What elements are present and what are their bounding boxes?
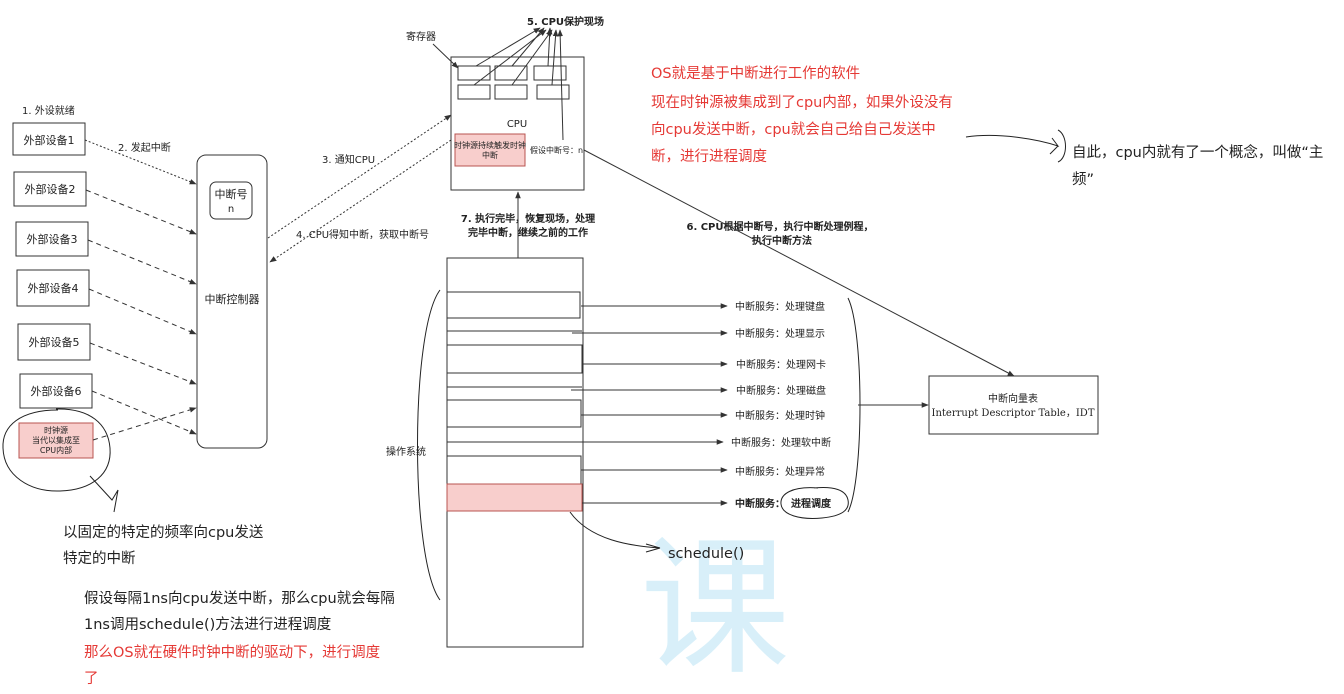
step4-label: 4. CPU得知中断，获取中断号 (296, 228, 429, 241)
clock-source-circle (2, 408, 111, 492)
os-label: 操作系统 (386, 445, 426, 458)
svg-text:时钟源: 时钟源 (44, 425, 68, 435)
svg-text:时钟源持续触发时钟: 时钟源持续触发时钟 (454, 140, 526, 150)
clock-source-scribble (89, 475, 119, 513)
note-main-freq-2: 频” (1072, 171, 1094, 188)
idt-subtitle: Interrupt Descriptor Table，IDT (932, 408, 1095, 419)
device-3-label: 外部设备3 (27, 232, 78, 246)
register-4 (457, 84, 491, 100)
device-5: 外部设备5 (17, 323, 91, 361)
os-slot-2 (446, 344, 583, 374)
controller-irq-box (209, 181, 253, 220)
register-label: 寄存器 (406, 30, 436, 43)
idt-box: 中断向量表 Interrupt Descriptor Table，IDT (928, 375, 1099, 435)
os-slot-3 (446, 399, 582, 428)
note-fixed-freq-2: 特定的中断 (63, 550, 136, 567)
watermark: 课 (640, 522, 790, 694)
note-brace (1057, 129, 1066, 163)
device-1-label: 外部设备1 (24, 133, 75, 147)
register-5 (494, 84, 528, 100)
service-softirq: 中断服务：处理软中断 (731, 436, 831, 449)
note-main-freq-1: 自此，cpu内就有了一个概念，叫做“主 (1072, 143, 1323, 161)
note-red-bottom-1: 那么OS就在硬件时钟中断的驱动下，进行调度 (84, 644, 380, 661)
register-3 (533, 65, 567, 81)
device-2-label: 外部设备2 (25, 182, 76, 196)
step2-label: 2. 发起中断 (118, 141, 171, 154)
service-clock: 中断服务：处理时钟 (735, 409, 825, 422)
note-assume-1: 假设每隔1ns向cpu发送中断，那么cpu就会每隔 (84, 590, 395, 607)
clock-source-box: 时钟源 当代以集成至 CPU内部 (18, 422, 94, 459)
note-pointer (965, 134, 1060, 155)
note-red-top-4: 断，进行进程调度 (651, 148, 767, 165)
service-exception: 中断服务：处理异常 (735, 465, 825, 478)
device-3: 外部设备3 (15, 221, 89, 257)
svg-text:当代以集成至: 当代以集成至 (32, 435, 80, 445)
step6-label-line1: 6. CPU根据中断号，执行中断处理例程， (686, 220, 873, 233)
controller-irq-label: 中断号 (215, 187, 248, 201)
device-2: 外部设备2 (13, 171, 87, 207)
device-4: 外部设备4 (16, 269, 90, 307)
cpu-clock-box (454, 133, 526, 167)
step7-label-line2: 完毕中断，继续之前的工作 (468, 226, 588, 239)
controller-title: 中断控制器 (205, 292, 260, 306)
device-6-label: 外部设备6 (31, 384, 82, 398)
svg-text:中断: 中断 (482, 150, 498, 160)
step1-label: 1. 外设就绪 (22, 104, 75, 117)
schedule-label: schedule() (668, 546, 744, 562)
register-2 (494, 65, 528, 81)
interrupt-controller: 中断号 n 中断控制器 (196, 154, 268, 449)
step6-label-line2: 执行中断方法 (752, 234, 812, 247)
device-5-label: 外部设备5 (29, 335, 80, 349)
os-brace (417, 289, 441, 601)
device-1: 外部设备1 (12, 122, 86, 156)
step3-label: 3. 通知CPU (322, 153, 375, 166)
cpu-irq-label: 假设中断号：n (530, 145, 583, 155)
note-red-top-1: OS就是基于中断进行工作的软件 (651, 65, 860, 82)
service-network: 中断服务：处理网卡 (736, 358, 826, 371)
svg-text:CPU内部: CPU内部 (40, 445, 72, 455)
cpu-title: CPU (507, 119, 527, 130)
step7-label-line1: 7. 执行完毕，恢复现场，处理 (461, 212, 595, 225)
step5-label: 5. CPU保护现场 (527, 15, 604, 28)
note-red-top-3: 向cpu发送中断，cpu就会自己给自己发送中 (651, 121, 936, 138)
service-disk: 中断服务：处理磁盘 (736, 384, 826, 397)
service-schedule-prefix: 中断服务： (735, 497, 785, 510)
note-red-top-2: 现在时钟源被集成到了cpu内部，如果外设没有 (651, 94, 953, 111)
os-slot-1 (446, 291, 581, 319)
os-slot-4 (446, 455, 582, 485)
controller-irq-value: n (228, 204, 234, 215)
device-4-label: 外部设备4 (28, 281, 79, 295)
note-red-bottom-2: 了 (84, 670, 99, 687)
schedule-circle (780, 487, 849, 519)
register-1 (457, 65, 491, 81)
schedule-pointer (569, 511, 661, 553)
idt-title: 中断向量表 (988, 392, 1038, 405)
device-6: 外部设备6 (19, 373, 93, 409)
service-schedule-circled: 进程调度 (791, 497, 832, 510)
register-6 (536, 84, 570, 100)
service-keyboard: 中断服务：处理键盘 (735, 300, 825, 313)
note-fixed-freq-1: 以固定的特定的频率向cpu发送 (63, 524, 264, 541)
note-assume-2: 1ns调用schedule()方法进行进程调度 (84, 616, 331, 633)
os-memory (446, 257, 584, 648)
service-display: 中断服务：处理显示 (735, 327, 825, 340)
os-slot-schedule (446, 483, 583, 512)
